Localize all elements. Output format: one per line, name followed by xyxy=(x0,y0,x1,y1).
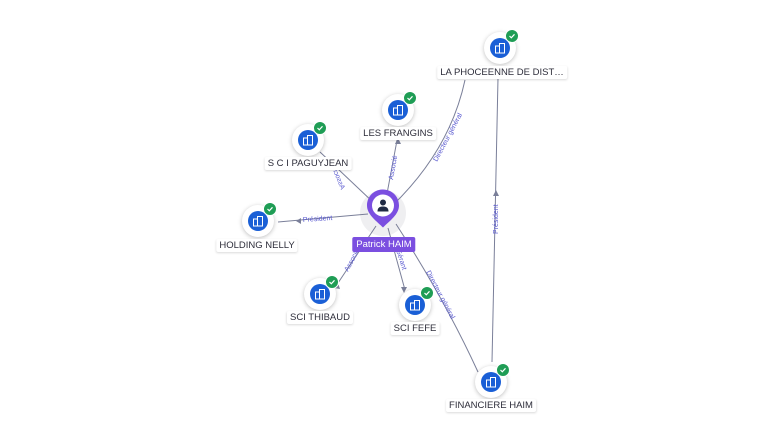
person-node[interactable] xyxy=(366,189,400,234)
company-node-paguyjean[interactable] xyxy=(292,121,327,156)
check-icon xyxy=(496,363,510,377)
edge-label-president-nelly: Président xyxy=(303,215,333,224)
company-label-frangins[interactable]: LES FRANGINS xyxy=(360,127,436,140)
check-icon xyxy=(313,121,327,135)
edge-patrick-thibaud xyxy=(335,225,377,287)
company-label-thibaud[interactable]: SCI THIBAUD xyxy=(286,311,354,324)
company-label-nelly[interactable]: HOLDING NELLY xyxy=(216,239,298,252)
edge-label-associe-frangins: Associé xyxy=(388,155,399,180)
edge-financiere-phoceenne xyxy=(491,77,499,363)
company-label-financiere[interactable]: FINANCIERE HAIM xyxy=(446,399,536,412)
edge-label-dg-phoceenne: Directeur général xyxy=(433,112,465,163)
company-node-frangins[interactable] xyxy=(382,91,417,126)
building-icon xyxy=(490,38,510,58)
company-label-fefe[interactable]: SCI FEFE xyxy=(390,322,440,335)
arrow-financiere-phoceenne xyxy=(493,190,499,196)
building-icon xyxy=(298,130,318,150)
person-name-label[interactable]: Patrick HAIM xyxy=(352,237,416,252)
company-node-financiere[interactable] xyxy=(475,363,510,398)
building-icon xyxy=(388,100,408,120)
arrow-fefe xyxy=(401,287,407,293)
check-icon xyxy=(263,202,277,216)
edge-label-president-fin-phoc: Président xyxy=(493,204,500,234)
building-icon xyxy=(248,211,268,231)
check-icon xyxy=(325,275,339,289)
person-icon xyxy=(377,199,389,212)
check-icon xyxy=(403,91,417,105)
company-label-paguyjean[interactable]: S C I PAGUYJEAN xyxy=(264,157,352,170)
building-icon xyxy=(481,372,501,392)
person-pin-icon xyxy=(367,189,399,228)
company-node-fefe[interactable] xyxy=(399,286,434,321)
check-icon xyxy=(505,29,519,43)
building-icon xyxy=(310,284,330,304)
company-label-phoceenne[interactable]: LA PHOCEENNE DE DIST… xyxy=(437,66,567,79)
edge-patrick-frangins xyxy=(385,134,399,200)
company-node-thibaud[interactable] xyxy=(304,275,339,310)
check-icon xyxy=(420,286,434,300)
edge-patrick-nelly xyxy=(277,213,369,223)
building-icon xyxy=(405,295,425,315)
arrow-nelly xyxy=(296,218,301,224)
company-node-nelly[interactable] xyxy=(242,202,277,237)
company-node-phoceenne[interactable] xyxy=(484,29,519,64)
edge-patrick-phoceenne xyxy=(391,79,466,207)
arrow-frangins xyxy=(395,138,401,144)
